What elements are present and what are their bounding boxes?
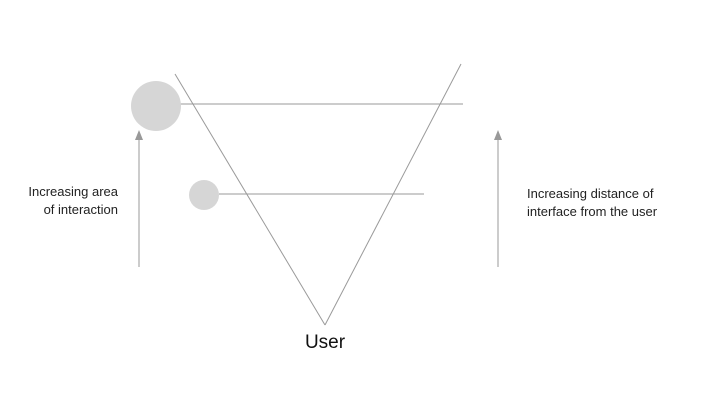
interface-distance-label-line-2: interface from the user bbox=[527, 204, 658, 219]
interaction-area-label-line-2: of interaction bbox=[43, 202, 118, 217]
interface-distance-label-line-1: Increasing distance of bbox=[527, 186, 654, 201]
small-interaction-circle bbox=[189, 180, 219, 210]
user-label: User bbox=[304, 332, 346, 353]
interaction-area-label-line-1: Increasing area bbox=[28, 184, 118, 199]
large-interaction-circle bbox=[131, 81, 181, 131]
funnel-left-edge bbox=[174, 73, 326, 326]
interface-distance-label: Increasing distance of interface from th… bbox=[527, 185, 707, 221]
left-arrow-head bbox=[135, 130, 143, 140]
interaction-area-label: Increasing area of interaction bbox=[8, 183, 118, 219]
right-arrow-head bbox=[494, 130, 502, 140]
